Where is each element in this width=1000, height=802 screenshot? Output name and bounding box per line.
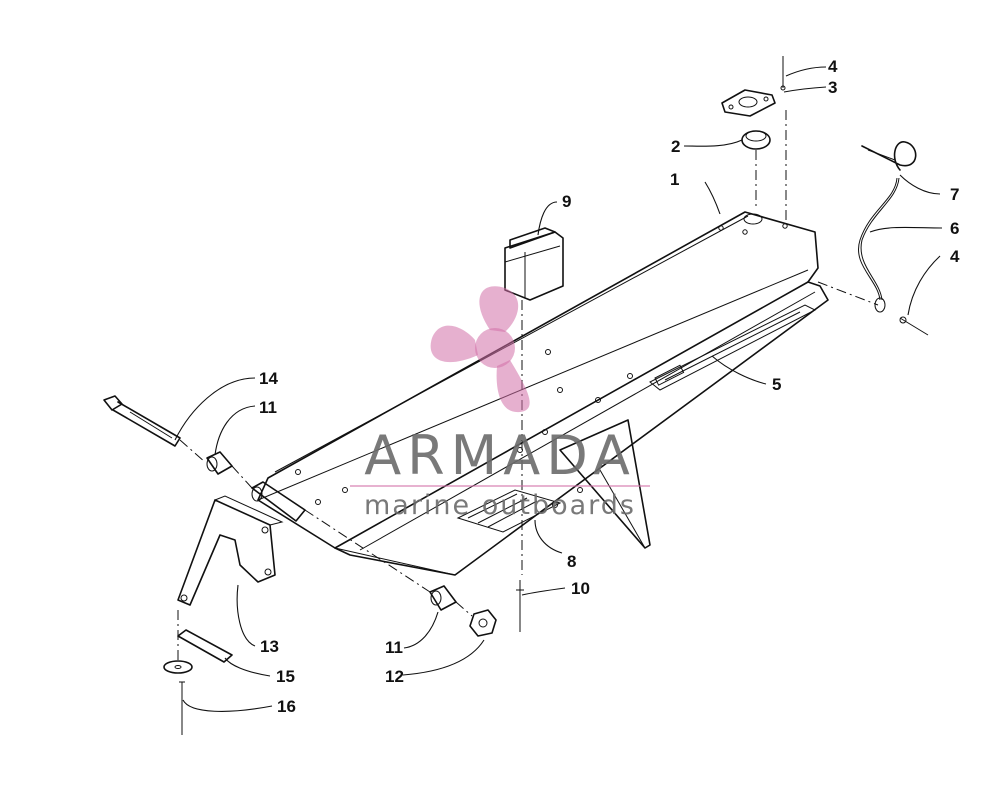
callout-12: 12 [385,667,404,686]
callout-10: 10 [571,579,590,598]
safety-pin-part [858,141,929,336]
cover-plate-part [721,89,776,117]
callout-4a: 4 [828,57,838,76]
leader-lines [174,66,943,712]
callout-11a: 11 [259,398,277,417]
nut-part [469,609,497,637]
bushing-part-left [206,451,233,475]
callout-1: 1 [670,170,679,189]
screw-part-mid [516,580,524,632]
bolt-part [103,395,181,447]
skid-blade [559,419,651,549]
callout-16: 16 [277,697,296,716]
callout-8: 8 [567,552,576,571]
screw-part-top [780,56,786,91]
callout-9: 9 [562,192,571,211]
callout-4b: 4 [950,247,960,266]
assembly-lines [177,110,879,660]
callout-15: 15 [276,667,295,686]
callout-2: 2 [671,137,680,156]
hinge-bracket-part [177,495,284,606]
shim-part [177,629,233,663]
bushing-part-right [429,585,457,611]
watermark: ARMADA marine outboards [350,286,650,521]
rail-body [257,211,829,576]
propeller-icon [430,286,530,413]
callout-3: 3 [828,78,837,97]
decal [456,489,562,533]
callouts: 1 2 3 4 4 5 6 7 8 9 10 11 11 12 13 14 15… [259,57,960,716]
callout-5: 5 [772,375,781,394]
callout-13: 13 [260,637,279,656]
callout-6: 6 [950,219,959,238]
callout-11b: 11 [385,638,403,657]
bracket-part [504,227,564,301]
watermark-brand: ARMADA [364,424,636,487]
watermark-tagline: marine outboards [364,490,636,521]
callout-14: 14 [259,369,278,388]
screw-part-bottom [179,681,185,735]
wear-strip [649,304,817,391]
callout-7: 7 [950,185,959,204]
grommet-part [741,130,771,150]
washer-part [163,660,193,674]
